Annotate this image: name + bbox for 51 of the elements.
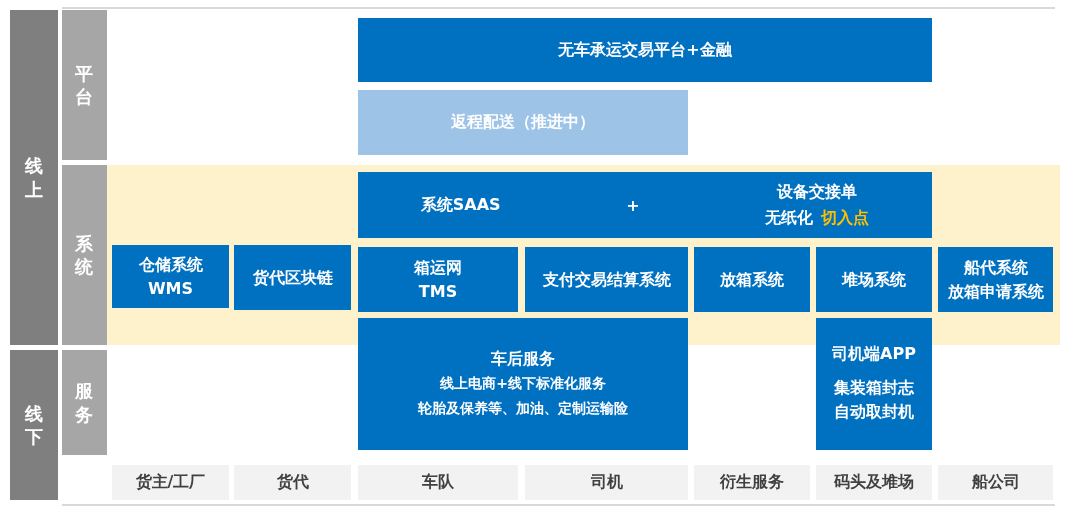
module-title: 船代系统 bbox=[963, 256, 1028, 279]
module-text: 放箱申请系统 bbox=[947, 280, 1044, 303]
layer-label: 系统 bbox=[74, 231, 95, 279]
layer-band bbox=[62, 10, 107, 160]
module-box bbox=[525, 247, 688, 312]
module-text: 无车承运交易平台+金融 bbox=[558, 39, 732, 61]
module-text: 返程配送（推进中） bbox=[451, 112, 595, 133]
module-text: 支付交易结算系统 bbox=[542, 268, 671, 291]
module-title: 箱运网 bbox=[414, 256, 462, 279]
module-box bbox=[816, 318, 932, 450]
layer-label: 平台 bbox=[74, 61, 95, 109]
module-text: 轮胎及保养等、加油、定制运输险 bbox=[417, 399, 629, 418]
module-box bbox=[816, 247, 932, 312]
module-title: 司机端APP bbox=[832, 343, 916, 365]
module-text: TMS bbox=[418, 280, 458, 303]
module-box bbox=[358, 90, 688, 155]
module-text: 线上电商+线下标准化服务 bbox=[439, 374, 607, 393]
tier-label: 线上 bbox=[24, 154, 44, 201]
module-text: 设备交接单 bbox=[777, 181, 858, 204]
role-label: 衍生服务 bbox=[720, 472, 784, 493]
tier-label: 线下 bbox=[24, 401, 44, 449]
role-label: 船公司 bbox=[971, 472, 1020, 493]
module-text: 货代区块链 bbox=[252, 266, 333, 289]
module-box bbox=[112, 245, 229, 308]
module-box bbox=[234, 245, 351, 310]
module-text: 堆场系统 bbox=[842, 268, 906, 291]
module-box bbox=[358, 318, 688, 450]
module-box bbox=[358, 247, 518, 312]
module-text: WMS bbox=[147, 277, 194, 300]
module-text: 无纸化 bbox=[765, 208, 814, 227]
role-label: 码头及堆场 bbox=[834, 472, 914, 493]
layer-band bbox=[62, 165, 107, 345]
module-box bbox=[358, 172, 932, 238]
module-text: 放箱系统 bbox=[720, 268, 784, 291]
plus-sign: + bbox=[626, 195, 640, 215]
module-box bbox=[694, 247, 810, 312]
layer-label: 服务 bbox=[74, 379, 95, 426]
layer-band bbox=[62, 350, 107, 455]
tier-band bbox=[10, 10, 58, 345]
role-label: 货主/工厂 bbox=[135, 472, 206, 493]
module-text: 集装箱封志自动取封机 bbox=[833, 377, 915, 423]
module-box bbox=[358, 18, 932, 82]
module-title: 仓储系统 bbox=[138, 253, 203, 276]
module-box bbox=[938, 247, 1053, 312]
module-title: 系统SAAS bbox=[420, 194, 501, 216]
role-label: 车队 bbox=[422, 472, 454, 493]
role-label: 货代 bbox=[276, 472, 309, 493]
module-title: 车后服务 bbox=[491, 348, 555, 370]
tier-band bbox=[10, 350, 58, 500]
role-label: 司机 bbox=[590, 472, 623, 493]
highlight-text: 切入点 bbox=[821, 208, 870, 227]
